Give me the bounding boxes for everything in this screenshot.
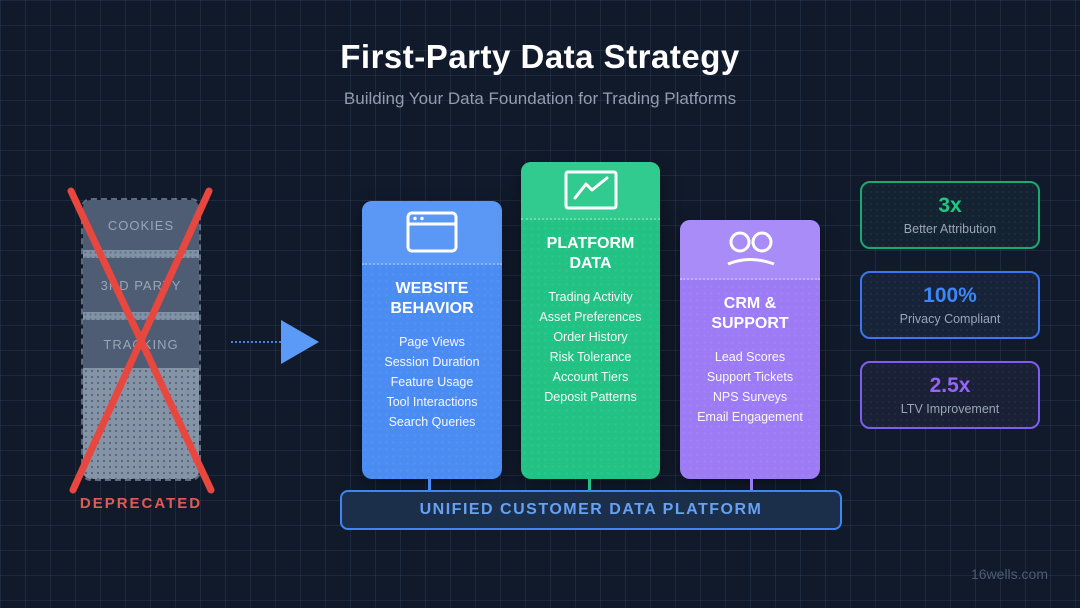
list-item: Feature Usage bbox=[390, 375, 474, 389]
deprecated-label: DEPRECATED bbox=[79, 495, 203, 512]
stat-value: 3x bbox=[938, 193, 962, 217]
deprecated-layer-cookies: COOKIES bbox=[83, 200, 199, 250]
card-title: WEBSITE BEHAVIOR bbox=[390, 280, 474, 317]
arrow-right-icon bbox=[281, 320, 319, 364]
list-item: Search Queries bbox=[388, 415, 476, 429]
users-icon bbox=[727, 231, 775, 266]
browser-icon bbox=[406, 211, 458, 253]
stat-value: 2.5x bbox=[929, 373, 971, 397]
page-subtitle: Building Your Data Foundation for Tradin… bbox=[343, 89, 737, 108]
stat-label: Privacy Compliant bbox=[899, 311, 1001, 326]
card-crm-support-header bbox=[680, 220, 820, 280]
card-crm-support: CRM & SUPPORT Lead Scores Support Ticket… bbox=[680, 220, 820, 479]
red-cross-icon bbox=[67, 187, 215, 494]
list-item: Session Duration bbox=[384, 355, 480, 369]
card-item-list: Trading Activity Asset Preferences Order… bbox=[521, 287, 660, 407]
watermark: 16wells.com bbox=[970, 566, 1048, 582]
connector-crm-support bbox=[750, 478, 753, 491]
connector-platform-data bbox=[588, 478, 591, 491]
stat-value: 100% bbox=[923, 283, 977, 307]
stat-label: Better Attribution bbox=[903, 221, 997, 236]
list-item: Account Tiers bbox=[552, 370, 629, 384]
card-title: CRM & SUPPORT bbox=[711, 295, 789, 332]
card-platform-data: PLATFORM DATA Trading Activity Asset Pre… bbox=[521, 162, 660, 479]
stat-label: LTV Improvement bbox=[900, 401, 1000, 416]
list-item: Deposit Patterns bbox=[544, 390, 637, 404]
list-item: Page Views bbox=[399, 335, 465, 349]
page-title: First-Party Data Strategy bbox=[340, 38, 740, 75]
unified-platform-bar: UNIFIED CUSTOMER DATA PLATFORM bbox=[340, 490, 842, 530]
card-platform-data-header bbox=[521, 162, 660, 220]
stat-better-attribution: 3x Better Attribution bbox=[860, 181, 1040, 249]
deprecated-layer-3rd-party: 3RD PARTY bbox=[83, 258, 199, 312]
list-item: Trading Activity bbox=[548, 290, 633, 304]
chart-line-icon bbox=[564, 170, 617, 210]
card-item-list: Page Views Session Duration Feature Usag… bbox=[362, 332, 502, 432]
stack-divider bbox=[83, 250, 199, 258]
list-item: Asset Preferences bbox=[539, 310, 642, 324]
list-item: Risk Tolerance bbox=[549, 350, 632, 364]
arrow-dotted-line bbox=[231, 341, 281, 343]
list-item: NPS Surveys bbox=[712, 390, 788, 404]
list-item: Lead Scores bbox=[714, 350, 786, 364]
card-website-behavior-header bbox=[362, 201, 502, 265]
stat-ltv-improvement: 2.5x LTV Improvement bbox=[860, 361, 1040, 429]
card-website-behavior: WEBSITE BEHAVIOR Page Views Session Dura… bbox=[362, 201, 502, 479]
list-item: Order History bbox=[553, 330, 628, 344]
stat-privacy-compliant: 100% Privacy Compliant bbox=[860, 271, 1040, 339]
list-item: Email Engagement bbox=[697, 410, 803, 424]
card-item-list: Lead Scores Support Tickets NPS Surveys … bbox=[680, 347, 820, 427]
list-item: Support Tickets bbox=[706, 370, 794, 384]
stack-divider bbox=[83, 312, 199, 320]
list-item: Tool Interactions bbox=[386, 395, 478, 409]
unified-platform-label: UNIFIED CUSTOMER DATA PLATFORM bbox=[419, 501, 763, 518]
connector-website-behavior bbox=[428, 478, 431, 491]
card-title: PLATFORM DATA bbox=[546, 235, 635, 272]
